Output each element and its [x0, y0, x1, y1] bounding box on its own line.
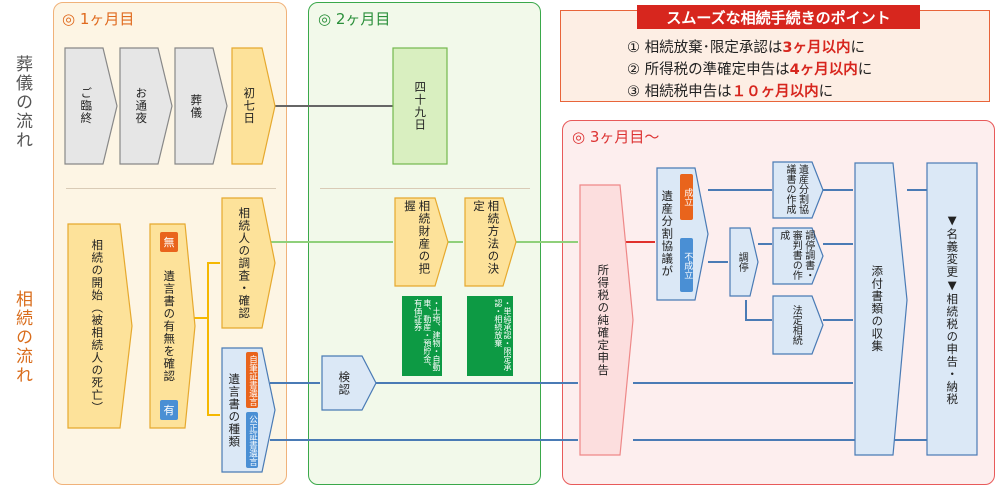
will-none-badge: 無: [160, 232, 178, 252]
assets-node: 相続財産の把握: [403, 200, 432, 275]
income-tax-node-shape: [579, 184, 634, 456]
phase-month3-title: ◎ 3ヶ月目〜: [572, 128, 660, 146]
division-ok-badge: 成立: [680, 174, 693, 220]
row-label-funeral: 葬儀の流れ: [12, 55, 32, 150]
final-node-shape: [926, 162, 978, 456]
mediation-node-shape: [729, 227, 759, 297]
statutory-node: 法定相続: [790, 305, 802, 345]
statutory-node-shape: [772, 295, 824, 355]
division-ng-badge: 不成立: [680, 238, 693, 292]
documents-node-shape: [854, 162, 908, 456]
mediation-doc-node-shape: [772, 227, 824, 285]
heir-survey-node-shape: [221, 197, 276, 329]
point-number: ②: [627, 62, 640, 78]
will-check-node-shape: [149, 223, 196, 429]
funeral-node-shape: [174, 47, 228, 165]
point-item: ① 相続放棄･限定承認は3ヶ月以内に: [627, 36, 865, 57]
start-node-shape: [67, 223, 133, 429]
point-number: ①: [627, 40, 640, 56]
will-type-holographic-badge: 自筆証書遺言: [246, 352, 258, 408]
division-node-shape: [656, 167, 709, 301]
assets-note-tag: ・土地、建物・自動車、動産・預貯金、有価証券: [402, 296, 442, 376]
point-item: ③ 相続税申告は１０ヶ月以内に: [627, 80, 833, 101]
will-type-notarized-badge: 公正証書遺言: [246, 412, 258, 468]
funeral-step-7th-day: 初七日: [242, 87, 257, 125]
point-text: 相続放棄･限定承認は: [644, 40, 783, 56]
funeral-node-shape: [119, 47, 173, 165]
point-text: 所得税の準確定申告は: [644, 62, 790, 78]
point-deadline: １０ヶ月以内: [731, 84, 819, 100]
probate-node-shape: [321, 355, 377, 411]
will-check-node: 遺言書の有無を確認: [162, 269, 177, 383]
point-text: 相続税申告は: [644, 84, 732, 100]
funeral-step-49th-day: 四十九日: [413, 81, 428, 131]
points-title: スムーズな相続手続きのポイント: [637, 5, 920, 29]
funeral-node-shape: [64, 47, 118, 165]
method-note-tag: ・単純承認・限定承認・相続放棄: [467, 296, 513, 376]
division-doc-node: 遺産分割協議書の作成: [784, 164, 808, 214]
assets-node-shape: [394, 197, 449, 287]
connector-line: [185, 317, 220, 416]
method-node-shape: [464, 197, 517, 287]
funeral-step-wake: お通夜: [134, 87, 149, 125]
funeral-node-shape: [231, 47, 276, 165]
mediation-doc-node: 調停調書・審判書の作成: [777, 230, 814, 280]
start-node: 相続の開始（被相続人の死亡）: [90, 238, 105, 414]
row-separator: [320, 188, 530, 189]
point-item: ② 所得税の準確定申告は4ヶ月以内に: [627, 58, 872, 79]
will-types-node: 遺言書の種類: [227, 372, 242, 448]
final-node: ▼名義変更▼相続税の申告・納税: [945, 212, 960, 406]
heir-survey-node: 相続人の調査・確認: [237, 206, 252, 320]
point-number: ③: [627, 84, 640, 100]
will-types-node-shape: [221, 347, 276, 473]
documents-node: 添付書類の収集: [870, 265, 885, 353]
row-separator: [66, 188, 276, 189]
funeral-step-funeral: 葬儀: [189, 93, 204, 119]
point-deadline: 4ヶ月以内: [789, 62, 858, 78]
phase-month2-title: ◎ 2ヶ月目: [318, 10, 391, 28]
point-suffix: に: [818, 84, 834, 100]
connector-line: [745, 300, 772, 321]
probate-node: 検認: [337, 370, 352, 396]
mediation-node: 調停: [736, 252, 748, 272]
funeral-step-deathbed: ご臨終: [79, 87, 94, 125]
point-deadline: 3ヶ月以内: [782, 40, 851, 56]
funeral-node-shape: [392, 47, 448, 165]
point-suffix: に: [857, 62, 873, 78]
row-label-inheritance: 相続の流れ: [12, 290, 32, 385]
income-tax-node: 所得税の純確定申告: [596, 263, 611, 377]
will-exists-badge: 有: [160, 400, 178, 420]
division-node: 遺産分割協議が: [660, 190, 675, 278]
point-suffix: に: [850, 40, 865, 56]
phase-month1-title: ◎ 1ヶ月目: [62, 10, 135, 28]
method-node: 相続方法の決定: [472, 200, 501, 275]
division-doc-node-shape: [772, 161, 824, 219]
